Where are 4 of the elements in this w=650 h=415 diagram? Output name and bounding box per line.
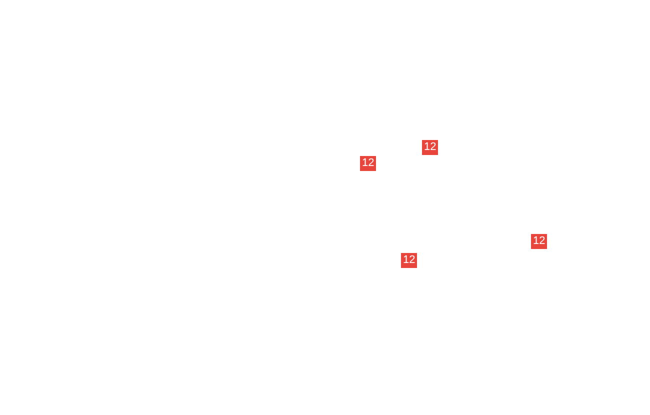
callout-number: 12 (360, 156, 376, 171)
callout-number: 12 (531, 234, 548, 249)
callout-number: 12 (401, 253, 418, 268)
callout-number: 12 (422, 140, 438, 155)
